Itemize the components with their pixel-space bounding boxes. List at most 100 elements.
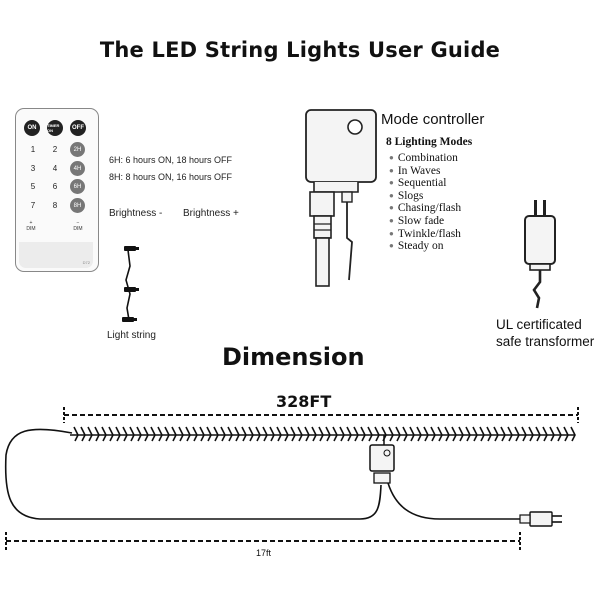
- bulb-mark: [458, 426, 464, 442]
- bulb-mark: [465, 426, 471, 442]
- bulb-mark: [304, 426, 310, 442]
- dimension-diagram: [4, 407, 579, 550]
- bulb-mark: [234, 426, 240, 442]
- length-17ft-label: 17ft: [256, 548, 272, 558]
- bulb-mark: [122, 426, 128, 442]
- end-plug: [519, 511, 562, 527]
- bulb-mark: [563, 426, 569, 442]
- bulb-mark: [535, 426, 541, 442]
- remote-4h-button: 4H: [70, 161, 85, 176]
- remote-key-7: 7: [30, 201, 36, 210]
- light-string-bulbs: [73, 426, 576, 442]
- transformer-label: UL certificated safe transformer: [496, 316, 594, 350]
- lighting-mode-item: ●In Waves: [389, 164, 441, 177]
- bulb-mark: [318, 426, 324, 442]
- bulb-mark: [416, 426, 422, 442]
- remote-2h-button: 2H: [70, 142, 85, 157]
- bulb-mark: [290, 426, 296, 442]
- bulb-mark: [185, 426, 191, 442]
- bulb-mark: [507, 426, 513, 442]
- lighting-mode-item: ●Sequential: [389, 177, 447, 190]
- remote-on-button: ON: [24, 120, 40, 136]
- lighting-mode-item: ●Chasing/flash: [389, 202, 462, 215]
- timer-8h-info: 8H: 8 hours ON, 16 hours OFF: [109, 172, 233, 182]
- transformer-label-line-1: UL certificated: [496, 317, 582, 332]
- bulb-mark: [332, 426, 338, 442]
- bulb-mark: [241, 426, 247, 442]
- bulb-mark: [213, 426, 219, 442]
- bulb-mark: [143, 426, 149, 442]
- bulb-mark: [479, 426, 485, 442]
- bulb-mark: [570, 426, 576, 442]
- transformer-label-line-2: safe transformer: [496, 334, 595, 349]
- remote-8h-button: 8H: [70, 198, 85, 213]
- bulb-mark: [500, 426, 506, 442]
- bulb-mark: [115, 426, 121, 442]
- bullet-icon: ●: [389, 203, 394, 213]
- bulb-mark: [521, 426, 527, 442]
- bulb-mark: [178, 426, 184, 442]
- bulb-mark: [164, 426, 170, 442]
- length-328ft-label: 328FT: [276, 392, 332, 411]
- bulb-mark: [129, 426, 135, 442]
- remote-bottom-panel: [19, 242, 93, 268]
- bulb-mark: [192, 426, 198, 442]
- lighting-mode-item: ●Slogs: [389, 189, 424, 202]
- bulb-mark: [94, 426, 100, 442]
- bullet-icon: ●: [389, 241, 394, 251]
- bullet-icon: ●: [389, 153, 394, 162]
- bulb-mark: [367, 426, 373, 442]
- bulb-mark: [514, 426, 520, 442]
- bulb-mark: [325, 426, 331, 442]
- bulb-mark: [556, 426, 562, 442]
- bulb-mark: [486, 426, 492, 442]
- bulb-mark: [220, 426, 226, 442]
- bulb-mark: [395, 426, 401, 442]
- bulb-mark: [339, 426, 345, 442]
- lighting-mode-item: ●Slow fade: [389, 214, 445, 227]
- bulb-mark: [360, 426, 366, 442]
- transformer-plug-icon: [524, 200, 556, 309]
- bulb-mark: [430, 426, 436, 442]
- bulb-mark: [108, 426, 114, 442]
- brightness-plus-label: Brightness +: [183, 208, 239, 219]
- remote-key-8: 8: [52, 201, 58, 210]
- remote-timer-on-button: TIMER ON: [47, 120, 63, 136]
- mode-controller-label: Mode controller: [381, 111, 485, 128]
- bulb-mark: [549, 426, 555, 442]
- bulb-mark: [199, 426, 205, 442]
- bullet-icon: ●: [389, 215, 394, 225]
- mode-controller-icon: [305, 109, 377, 287]
- remote-minus-sign: −: [76, 220, 80, 226]
- bulb-mark: [528, 426, 534, 442]
- remote-key-5: 5: [30, 182, 36, 191]
- lighting-mode-item: ●Combination: [389, 152, 458, 164]
- bulb-mark: [444, 426, 450, 442]
- dimension-heading: Dimension: [222, 343, 365, 371]
- lighting-modes-heading: 8 Lighting Modes: [386, 136, 473, 148]
- bulb-mark: [423, 426, 429, 442]
- page-title: The LED String Lights User Guide: [99, 38, 501, 62]
- bulb-mark: [248, 426, 254, 442]
- bulb-mark: [346, 426, 352, 442]
- remote-key-4: 4: [52, 164, 58, 173]
- bulb-mark: [276, 426, 282, 442]
- bulb-mark: [388, 426, 394, 442]
- bulb-mark: [255, 426, 261, 442]
- bulb-mark: [451, 426, 457, 442]
- brightness-minus-label: Brightness -: [109, 208, 163, 219]
- bulb-mark: [311, 426, 317, 442]
- bulb-mark: [150, 426, 156, 442]
- bulb-mark: [374, 426, 380, 442]
- light-string-label: Light string: [107, 330, 156, 341]
- bulb-mark: [101, 426, 107, 442]
- bulb-mark: [262, 426, 268, 442]
- bulb-mark: [542, 426, 548, 442]
- remote-key-6: 6: [52, 182, 58, 191]
- bulb-mark: [297, 426, 303, 442]
- bulb-mark: [493, 426, 499, 442]
- bulb-mark: [353, 426, 359, 442]
- remote-key-2: 2: [52, 145, 58, 154]
- remote-control-illustration: ON TIMER ON OFF 1 2 3 4 5 6 7 8 2H 4H 6H…: [15, 108, 99, 272]
- controller-box: [369, 444, 395, 484]
